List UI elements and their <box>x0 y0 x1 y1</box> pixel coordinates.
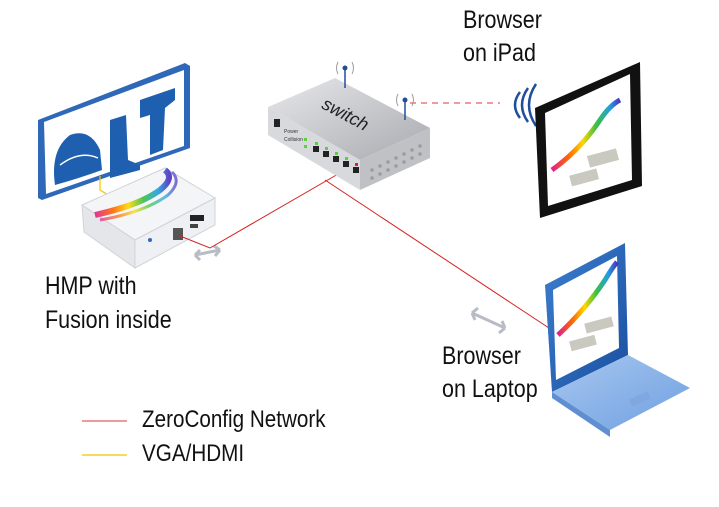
hmp-device-icon <box>80 167 217 269</box>
wifi-waves-icon <box>513 83 538 127</box>
hmp-label-line2: Fusion inside <box>45 306 172 334</box>
laptop-label-line2: on Laptop <box>442 375 538 403</box>
legend-label-vga: VGA/HDMI <box>142 440 245 467</box>
bidirectional-arrow-icon <box>470 306 507 335</box>
ipad-label-line1: Browser <box>463 6 542 34</box>
ipad-icon <box>535 62 642 218</box>
hmp-label-line1: HMP with <box>45 272 137 300</box>
network-cable-hmp <box>179 169 346 249</box>
network-cable-laptop <box>324 179 556 333</box>
switch-icon: switch Power Collision <box>268 78 430 190</box>
bidirectional-arrow-icon <box>193 244 222 262</box>
laptop-icon <box>545 243 690 437</box>
laptop-label-line1: Browser <box>442 342 521 370</box>
switch-power-label: Power <box>284 129 299 135</box>
monitor-icon <box>38 63 190 200</box>
antenna-icon <box>336 61 414 120</box>
ipad-label-line2: on iPad <box>463 39 536 67</box>
legend-label-network: ZeroConfig Network <box>142 406 326 433</box>
switch-collision-label: Collision <box>284 137 303 143</box>
